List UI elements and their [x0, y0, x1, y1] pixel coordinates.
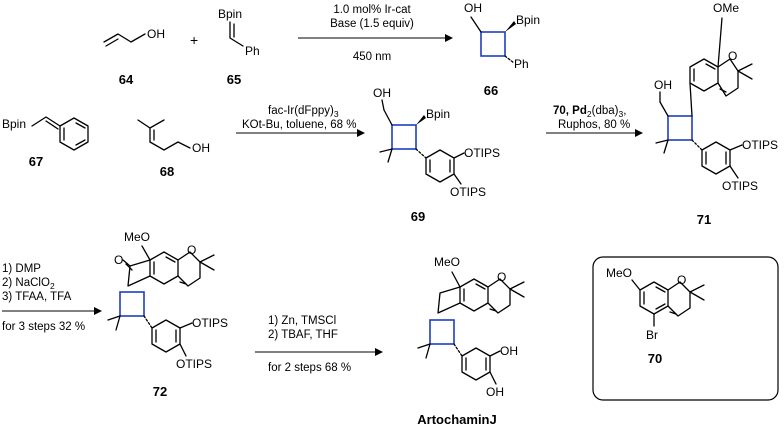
compound-label-70: 70	[648, 351, 662, 366]
atom-o: O	[677, 273, 686, 287]
atom-bpin: Bpin	[516, 13, 540, 27]
atom-bpin: Bpin	[426, 107, 450, 121]
compound-label-67: 67	[29, 154, 43, 169]
condition-line: 450 nm	[353, 51, 391, 63]
plus-sign: +	[190, 32, 198, 48]
atom-meo: MeO	[606, 266, 632, 280]
compound-68: OH 68	[137, 119, 210, 179]
atom-o: O	[114, 253, 123, 267]
compound-65: Bpin Ph 65	[218, 7, 260, 87]
condition-line: 2) NaClO2	[2, 277, 55, 291]
condition-line: for 2 steps 68 %	[268, 362, 351, 374]
atom-meo: MeO	[434, 255, 460, 269]
compound-label-69: 69	[411, 209, 425, 224]
atom-otips: OTIPS	[742, 138, 778, 152]
compound-64: OH 64	[103, 27, 165, 87]
atom-otips: OTIPS	[450, 185, 486, 199]
reaction-5: 1) Zn, TMSCl 2) TBAF, THF for 2 steps 68…	[255, 315, 383, 374]
compound-label-68: 68	[160, 164, 174, 179]
atom-oh: OH	[486, 385, 504, 399]
atom-oh: OH	[373, 86, 391, 100]
atom-ph: Ph	[514, 57, 529, 71]
atom-oh: OH	[147, 27, 165, 41]
atom-otips: OTIPS	[722, 179, 758, 193]
condition-line: for 3 steps 32 %	[2, 321, 85, 333]
condition-line: 1) DMP	[2, 263, 41, 275]
reaction-2: fac-Ir(dFppy)3 KOt-Bu, toluene, 68 %	[236, 105, 365, 137]
atom-oh: OH	[654, 78, 672, 92]
compound-label-64: 64	[119, 72, 134, 87]
atom-br: Br	[646, 328, 658, 342]
condition-line: Ruphos, 80 %	[558, 119, 630, 131]
reaction-1: 1.0 mol% Ir-cat Base (1.5 equiv) 450 nm	[298, 4, 453, 63]
condition-line: KOt-Bu, toluene, 68 %	[242, 119, 356, 131]
atom-oh: OH	[192, 141, 210, 155]
condition-line: 70, Pd2(dba)3,	[553, 105, 626, 119]
compound-72: MeO O O OTIPS OTIPS 72	[107, 230, 228, 399]
atom-oh: OH	[464, 1, 482, 15]
compound-67: Bpin 67	[2, 116, 89, 169]
atom-otips: OTIPS	[464, 146, 500, 160]
compound-66: OH Bpin Ph 66	[464, 1, 540, 98]
condition-line: fac-Ir(dFppy)3	[268, 105, 339, 119]
compound-69: OH Bpin OTIPS OTIPS 69	[373, 86, 500, 224]
reaction-4: 1) DMP 2) NaClO2 3) TFAA, TFA for 3 step…	[2, 263, 102, 333]
atom-bpin: Bpin	[218, 7, 242, 21]
compound-71: OMe O OH OTIPS OTIPS 71	[654, 1, 778, 227]
atom-ph: Ph	[245, 44, 260, 58]
atom-ome: OMe	[713, 1, 739, 15]
atom-meo: MeO	[124, 230, 150, 244]
condition-line: 1.0 mol% Ir-cat	[333, 4, 411, 16]
condition-line: Base (1.5 equiv)	[330, 18, 414, 30]
compound-label-72: 72	[153, 384, 167, 399]
compound-label-65: 65	[227, 72, 241, 87]
compound-label-artochamin-j: ArtochaminJ	[417, 412, 496, 427]
atom-o: O	[187, 243, 196, 257]
reaction-3: 70, Pd2(dba)3, Ruphos, 80 %	[546, 105, 643, 137]
condition-line: 1) Zn, TMSCl	[268, 315, 336, 327]
atom-otips: OTIPS	[176, 357, 212, 371]
atom-oh: OH	[500, 344, 518, 358]
atom-bpin: Bpin	[2, 117, 26, 131]
compound-artochamin-j: MeO O OH OH ArtochaminJ	[417, 255, 525, 427]
compound-label-71: 71	[697, 212, 711, 227]
atom-otips: OTIPS	[192, 316, 228, 330]
condition-line: 2) TBAF, THF	[268, 329, 338, 341]
compound-label-66: 66	[484, 83, 498, 98]
atom-o: O	[728, 49, 737, 63]
condition-line: 3) TFAA, TFA	[2, 291, 72, 303]
compound-70-box: MeO O Br 70	[592, 256, 779, 401]
atom-o: O	[497, 270, 506, 284]
